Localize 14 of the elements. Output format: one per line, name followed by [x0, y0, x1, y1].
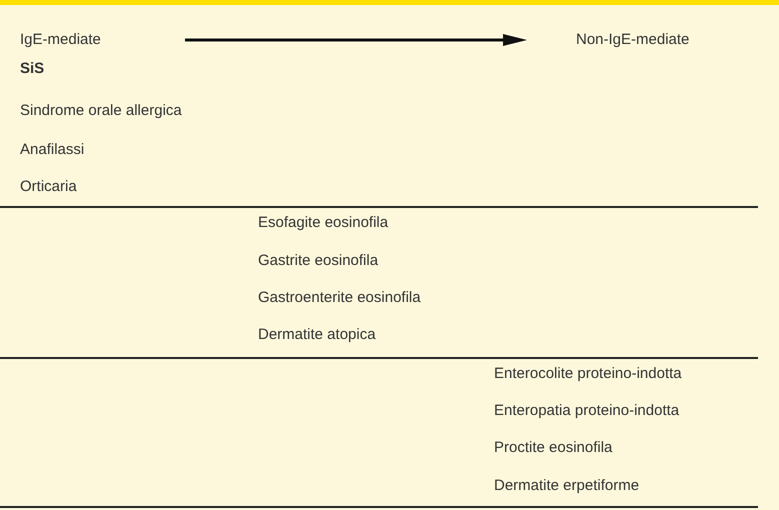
condition-label: Orticaria: [20, 178, 77, 196]
condition-label: SiS: [20, 60, 44, 78]
condition-label: Enteropatia proteino-indotta: [494, 402, 680, 420]
column-heading: IgE-mediate: [20, 31, 101, 49]
condition-label: Dermatite atopica: [258, 326, 376, 344]
condition-label: Enterocolite proteino-indotta: [494, 365, 682, 383]
column-heading: Non-IgE-mediate: [576, 31, 690, 49]
condition-label: Dermatite erpetiforme: [494, 477, 640, 495]
condition-label: Gastrite eosinofila: [258, 252, 378, 270]
condition-label: Anafilassi: [20, 141, 84, 159]
condition-label: Gastroenterite eosinofila: [258, 289, 421, 307]
condition-label: Sindrome orale allergica: [20, 102, 182, 120]
condition-label: Esofagite eosinofila: [258, 214, 388, 232]
condition-label: Proctite eosinofila: [494, 439, 612, 457]
